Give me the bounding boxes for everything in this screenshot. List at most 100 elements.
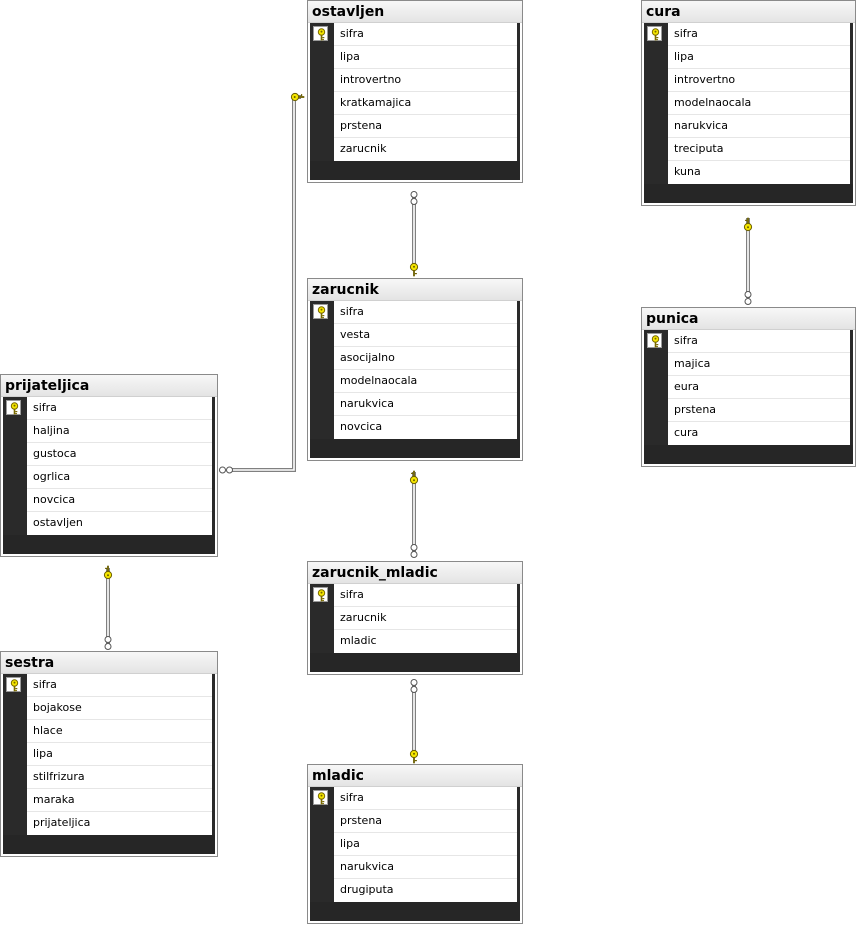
column-row[interactable]: drugiputa — [310, 879, 520, 902]
row-selector[interactable] — [3, 743, 27, 766]
table-title[interactable]: ostavljen — [308, 1, 522, 23]
row-selector[interactable] — [310, 416, 334, 439]
row-selector[interactable] — [3, 789, 27, 812]
column-row[interactable]: modelnaocala — [644, 92, 853, 115]
column-row[interactable]: narukvica — [310, 856, 520, 879]
column-row[interactable]: sifra — [310, 584, 520, 607]
column-row[interactable]: modelnaocala — [310, 370, 520, 393]
table-title[interactable]: cura — [642, 1, 855, 23]
row-selector[interactable] — [644, 353, 668, 376]
column-row[interactable]: treciputa — [644, 138, 853, 161]
row-selector[interactable] — [3, 766, 27, 789]
column-row[interactable]: novcica — [3, 489, 215, 512]
row-selector[interactable] — [310, 301, 334, 324]
column-row[interactable]: zarucnik — [310, 138, 520, 161]
row-selector[interactable] — [644, 69, 668, 92]
row-selector[interactable] — [310, 810, 334, 833]
row-selector[interactable] — [3, 697, 27, 720]
column-row[interactable]: narukvica — [644, 115, 853, 138]
row-selector[interactable] — [310, 370, 334, 393]
column-row[interactable]: sifra — [644, 330, 853, 353]
row-selector[interactable] — [310, 584, 334, 607]
column-row[interactable]: sifra — [644, 23, 853, 46]
row-selector[interactable] — [3, 674, 27, 697]
row-selector[interactable] — [3, 443, 27, 466]
row-selector[interactable] — [3, 420, 27, 443]
row-selector[interactable] — [310, 92, 334, 115]
row-selector[interactable] — [310, 879, 334, 902]
row-selector[interactable] — [310, 630, 334, 653]
column-row[interactable]: cura — [644, 422, 853, 445]
row-selector[interactable] — [644, 92, 668, 115]
row-selector[interactable] — [310, 607, 334, 630]
column-row[interactable]: zarucnik — [310, 607, 520, 630]
column-row[interactable]: ogrlica — [3, 466, 215, 489]
row-selector[interactable] — [3, 812, 27, 835]
table-title[interactable]: punica — [642, 308, 855, 330]
row-selector[interactable] — [644, 46, 668, 69]
column-row[interactable]: narukvica — [310, 393, 520, 416]
row-selector[interactable] — [3, 489, 27, 512]
row-selector[interactable] — [310, 393, 334, 416]
column-row[interactable]: introvertno — [644, 69, 853, 92]
column-row[interactable]: lipa — [310, 46, 520, 69]
row-selector[interactable] — [310, 347, 334, 370]
column-row[interactable]: gustoca — [3, 443, 215, 466]
row-selector[interactable] — [3, 720, 27, 743]
row-selector[interactable] — [310, 324, 334, 347]
column-row[interactable]: kuna — [644, 161, 853, 184]
row-selector[interactable] — [644, 23, 668, 46]
row-selector[interactable] — [644, 422, 668, 445]
row-selector[interactable] — [644, 376, 668, 399]
table-title[interactable]: zarucnik — [308, 279, 522, 301]
row-selector[interactable] — [644, 115, 668, 138]
column-row[interactable]: sifra — [3, 674, 215, 697]
row-selector[interactable] — [310, 69, 334, 92]
column-row[interactable]: asocijalno — [310, 347, 520, 370]
column-row[interactable]: sifra — [3, 397, 215, 420]
row-selector[interactable] — [644, 138, 668, 161]
column-row[interactable]: lipa — [310, 833, 520, 856]
column-row[interactable]: haljina — [3, 420, 215, 443]
row-selector[interactable] — [644, 399, 668, 422]
column-row[interactable]: maraka — [3, 789, 215, 812]
row-selector[interactable] — [310, 856, 334, 879]
column-row[interactable]: sifra — [310, 787, 520, 810]
row-selector[interactable] — [3, 397, 27, 420]
row-selector[interactable] — [3, 466, 27, 489]
table-title[interactable]: zarucnik_mladic — [308, 562, 522, 584]
column-row[interactable]: novcica — [310, 416, 520, 439]
column-row[interactable]: introvertno — [310, 69, 520, 92]
column-row[interactable]: prstena — [644, 399, 853, 422]
row-selector[interactable] — [310, 46, 334, 69]
column-row[interactable]: hlace — [3, 720, 215, 743]
row-selector[interactable] — [644, 161, 668, 184]
row-selector[interactable] — [644, 330, 668, 353]
column-row[interactable]: prstena — [310, 810, 520, 833]
row-selector[interactable] — [3, 512, 27, 535]
column-row[interactable]: eura — [644, 376, 853, 399]
column-row[interactable]: sifra — [310, 301, 520, 324]
column-row[interactable]: vesta — [310, 324, 520, 347]
column-row[interactable]: lipa — [644, 46, 853, 69]
row-selector[interactable] — [310, 115, 334, 138]
row-selector[interactable] — [310, 787, 334, 810]
table-title[interactable]: prijateljica — [1, 375, 217, 397]
row-selector[interactable] — [310, 23, 334, 46]
table-title[interactable]: sestra — [1, 652, 217, 674]
column-row[interactable]: prijateljica — [3, 812, 215, 835]
column-row[interactable]: lipa — [3, 743, 215, 766]
column-row[interactable]: ostavljen — [3, 512, 215, 535]
column-row[interactable]: mladic — [310, 630, 520, 653]
column-row[interactable]: majica — [644, 353, 853, 376]
row-selector[interactable] — [310, 138, 334, 161]
column-row[interactable]: sifra — [310, 23, 520, 46]
